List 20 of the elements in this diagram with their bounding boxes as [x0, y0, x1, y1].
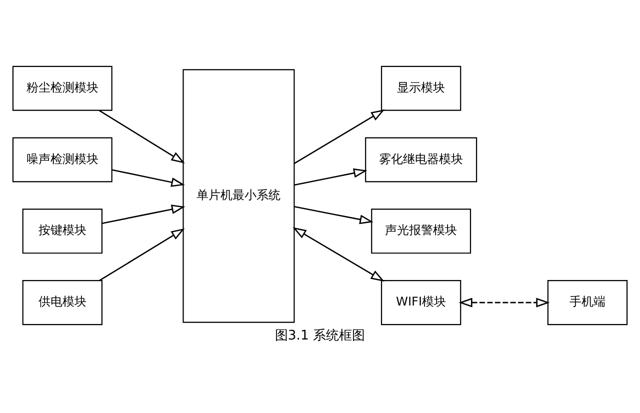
- arrow: [99, 228, 185, 281]
- arrow: [294, 206, 374, 224]
- node-box: 供电模块: [22, 280, 102, 325]
- node-box: 单片机最小系统: [182, 68, 295, 322]
- node-box: 粉尘检测模块: [12, 65, 112, 110]
- arrow: [458, 297, 550, 307]
- node-box: 手机端: [547, 280, 628, 325]
- arrow: [102, 204, 186, 224]
- node-box: 声光报警模块: [371, 208, 472, 254]
- arrow: [294, 168, 368, 186]
- node-box: 按键模块: [22, 208, 102, 254]
- arrow: [294, 108, 385, 164]
- caption: 图3.1 系统框图: [274, 328, 366, 343]
- arrow: [292, 226, 384, 282]
- node-box: WIFI模块: [380, 280, 462, 325]
- node-box: 显示模块: [380, 65, 462, 110]
- arrow: [98, 109, 185, 163]
- node-box: 雾化继电器模块: [365, 136, 478, 182]
- arrow: [112, 168, 185, 186]
- node-box: 噪声检测模块: [12, 136, 112, 182]
